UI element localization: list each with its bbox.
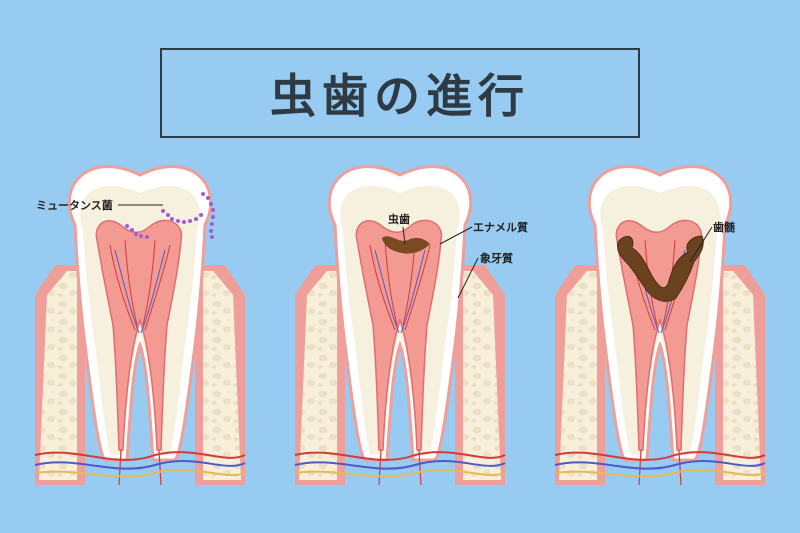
label-cavity: 虫歯	[388, 212, 410, 226]
label-dentin: 象牙質	[480, 251, 513, 265]
page-title: 虫歯の進行	[270, 69, 530, 123]
tooth-stage-3	[553, 165, 767, 487]
label-bacteria: ミュータンス菌	[36, 198, 113, 212]
tooth-stage-1	[33, 165, 247, 487]
label-pulp: 歯髄	[713, 220, 736, 234]
bacteria-icon	[125, 192, 215, 239]
label-enamel: エナメル質	[473, 220, 528, 234]
title-box: 虫歯の進行	[160, 48, 640, 138]
decay-enamel	[382, 236, 430, 254]
decay-deep	[617, 235, 704, 302]
